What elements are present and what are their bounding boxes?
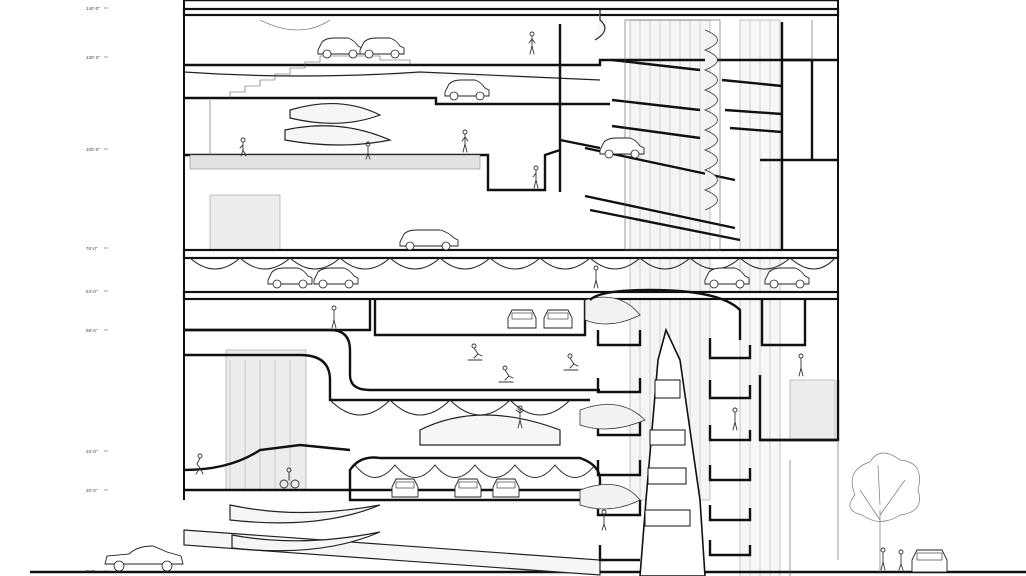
- cars: [104, 37, 948, 573]
- level-marker-130: 130'-0": [86, 55, 108, 60]
- level-label-100: 100'-0": [86, 147, 100, 152]
- car-front: [454, 478, 482, 498]
- people: [195, 31, 904, 571]
- car: [399, 229, 459, 251]
- slab-58: [184, 298, 372, 332]
- upper-ramp-1: [183, 71, 601, 81]
- car-front: [391, 478, 419, 498]
- level-label-76: 76'-0": [86, 246, 98, 251]
- level-label-34: 34'-0": [86, 449, 98, 454]
- entry-ramp: [183, 529, 601, 576]
- lower-ramps: [183, 328, 602, 576]
- shaded-wall-upper: [209, 194, 281, 251]
- ramp-mound: [419, 414, 561, 446]
- person: [195, 453, 204, 475]
- person: [528, 31, 536, 55]
- level-76-ceiling: [189, 257, 836, 270]
- upper-floors: [183, 10, 606, 170]
- skateboarder: [467, 343, 483, 361]
- skateboarder: [498, 365, 514, 383]
- slab-130: [184, 58, 838, 67]
- level-marker-34: 34'-0": [86, 449, 108, 454]
- person: [515, 405, 525, 429]
- person: [365, 141, 371, 160]
- person: [461, 129, 469, 153]
- level-label-64: 64'-0": [86, 289, 98, 294]
- slab-140: [182, 7, 840, 17]
- right-room-hatch: [789, 379, 836, 441]
- person: [593, 265, 599, 289]
- person: [601, 509, 607, 531]
- street-car: [104, 545, 184, 572]
- level-marker-58: 58'-0": [86, 328, 108, 333]
- spiral-band-2: [284, 125, 392, 146]
- car: [359, 37, 405, 59]
- person: [331, 305, 337, 329]
- car: [267, 267, 313, 289]
- shaded-wall-lower: [225, 349, 307, 491]
- car: [444, 79, 490, 101]
- level-marker-76: 76'-0": [86, 246, 108, 251]
- person: [880, 547, 886, 571]
- tree: [849, 452, 920, 572]
- level-marker-100: 100'-0": [86, 147, 108, 152]
- car: [764, 267, 810, 289]
- lower-garage-tube: [348, 456, 602, 502]
- car: [313, 267, 359, 289]
- person: [732, 407, 738, 431]
- level-marker-140: 140'-0": [86, 6, 108, 11]
- floor-slabs: [30, 7, 1026, 574]
- car: [317, 37, 363, 59]
- street-car-front: [911, 549, 948, 573]
- right-box: [760, 298, 807, 347]
- car-front: [507, 309, 537, 329]
- car-front: [543, 309, 573, 329]
- spiral-edge: [703, 29, 718, 211]
- spiral-band-1: [289, 103, 382, 124]
- level-marker-64: 64'-0": [86, 289, 108, 294]
- car: [704, 267, 750, 289]
- slab-76: [182, 248, 840, 260]
- level-label-130: 130'-0": [86, 55, 100, 60]
- person: [239, 137, 247, 157]
- central-spiral-upper: [624, 19, 721, 251]
- slab-64: [182, 290, 840, 301]
- right-structure: [758, 20, 839, 576]
- car: [599, 137, 645, 159]
- person: [798, 353, 804, 377]
- level-marker-20: 20'-0": [86, 488, 108, 493]
- ramp-bars-upper: [558, 22, 814, 250]
- level-label-20: 20'-0": [86, 488, 98, 493]
- person: [898, 549, 904, 571]
- person: [532, 165, 539, 189]
- level-label-58: 58'-0": [86, 328, 98, 333]
- skateboarder: [563, 353, 579, 371]
- slab-upper-mid: [184, 96, 610, 106]
- level-label-140: 140'-0": [86, 6, 100, 11]
- walkway-grating: [189, 154, 481, 170]
- central-tower: [579, 288, 752, 576]
- cyclist: [279, 467, 300, 489]
- car-front: [492, 478, 520, 498]
- stair-upper: [229, 56, 321, 98]
- ramp-58: [184, 328, 600, 392]
- level-markers: 140'-0" 130'-0" 100'-0" 76'-0" 64'-0" 58…: [86, 6, 108, 574]
- ramp-58-inner: [184, 353, 590, 402]
